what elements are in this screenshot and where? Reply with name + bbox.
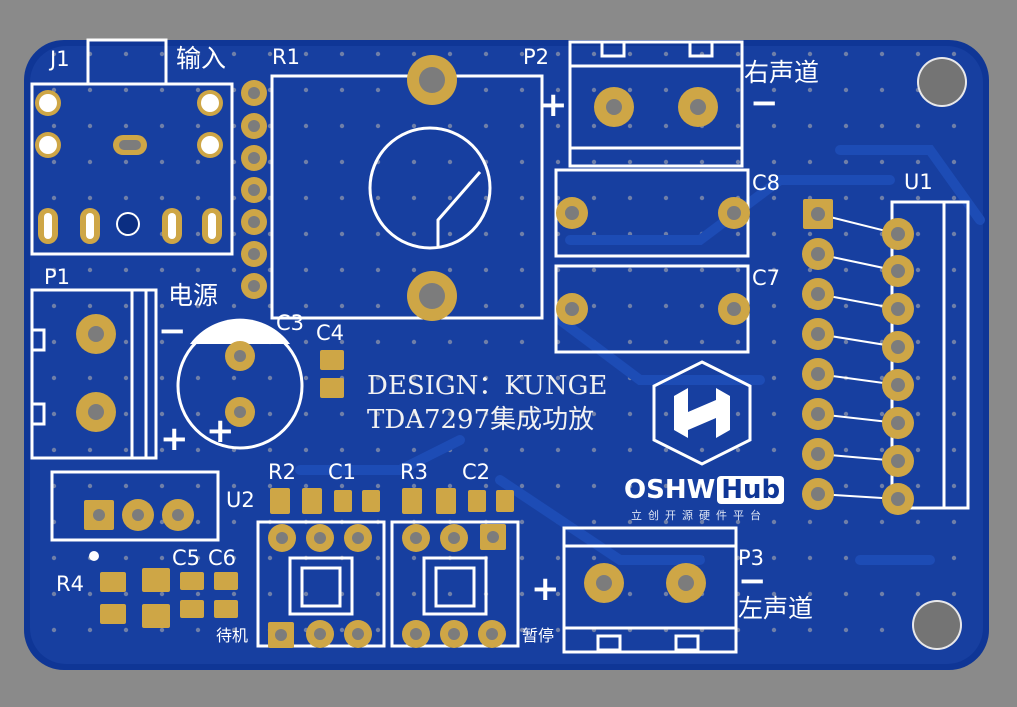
ref-c2: C2 [462,460,491,484]
ref-c5: C5 [172,546,201,570]
ref-c3: C3 [276,311,305,335]
p2-minus-mark: − [750,83,779,123]
p2-plus-mark: + [539,85,568,125]
p3-terminal-left-channel [562,526,738,654]
design-title-text: TDA7297集成功放 [367,405,595,435]
u1-amplifier-ic [802,199,970,515]
design-author-text: DESIGN：KUNGE [367,371,608,401]
oshwhub-tagline: 立创开源硬件平台 [631,509,767,522]
ref-c6: C6 [208,546,237,570]
r2-c1-r3-c2-smd-parts [270,488,514,514]
r4-c5-c6-smd-parts [100,568,238,628]
p1-minus-mark: − [158,311,187,351]
p1-plus-mark: + [160,419,189,459]
c8-capacitor [554,168,750,258]
ref-r4: R4 [56,572,84,596]
label-pause: 暂停 [522,626,555,645]
p3-minus-mark: − [738,561,767,601]
j1-audio-jack [30,38,234,256]
ref-j1: J1 [50,47,70,71]
ref-p1: P1 [44,265,71,289]
mounting-holes [912,57,967,650]
label-standby: 待机 [216,626,249,645]
pause-switch [390,520,520,648]
ref-r2: R2 [268,460,296,484]
label-input: 输入 [176,44,227,73]
standby-switch [256,520,386,648]
ref-c1: C1 [328,460,357,484]
u2-regulator [50,470,220,561]
oshwhub-hexagon-icon [652,360,752,466]
label-right-channel: 右声道 [744,58,820,87]
c3-electrolytic-capacitor [176,318,304,450]
ref-r3: R3 [400,460,428,484]
c7-capacitor [554,264,750,354]
p3-plus-mark: + [531,569,560,609]
ref-c8: C8 [752,171,781,195]
ref-c4: C4 [316,321,345,345]
p1-terminal-power [30,288,158,460]
label-left-channel: 左声道 [738,594,814,623]
ref-p3: P3 [738,546,765,570]
r1-potentiometer [270,55,544,321]
ref-r1: R1 [272,45,300,69]
ref-p2: P2 [523,45,550,69]
label-power: 电源 [168,281,219,310]
c4-smd-capacitor [320,350,344,398]
hub-text: Hub [717,476,785,504]
ref-u2: U2 [226,488,255,512]
c3-plus-mark: + [206,411,235,451]
ref-u1: U1 [904,170,933,194]
ref-c7: C7 [752,266,781,290]
p2-terminal-right-channel [568,40,744,168]
oshw-text: OSHW [624,475,716,505]
